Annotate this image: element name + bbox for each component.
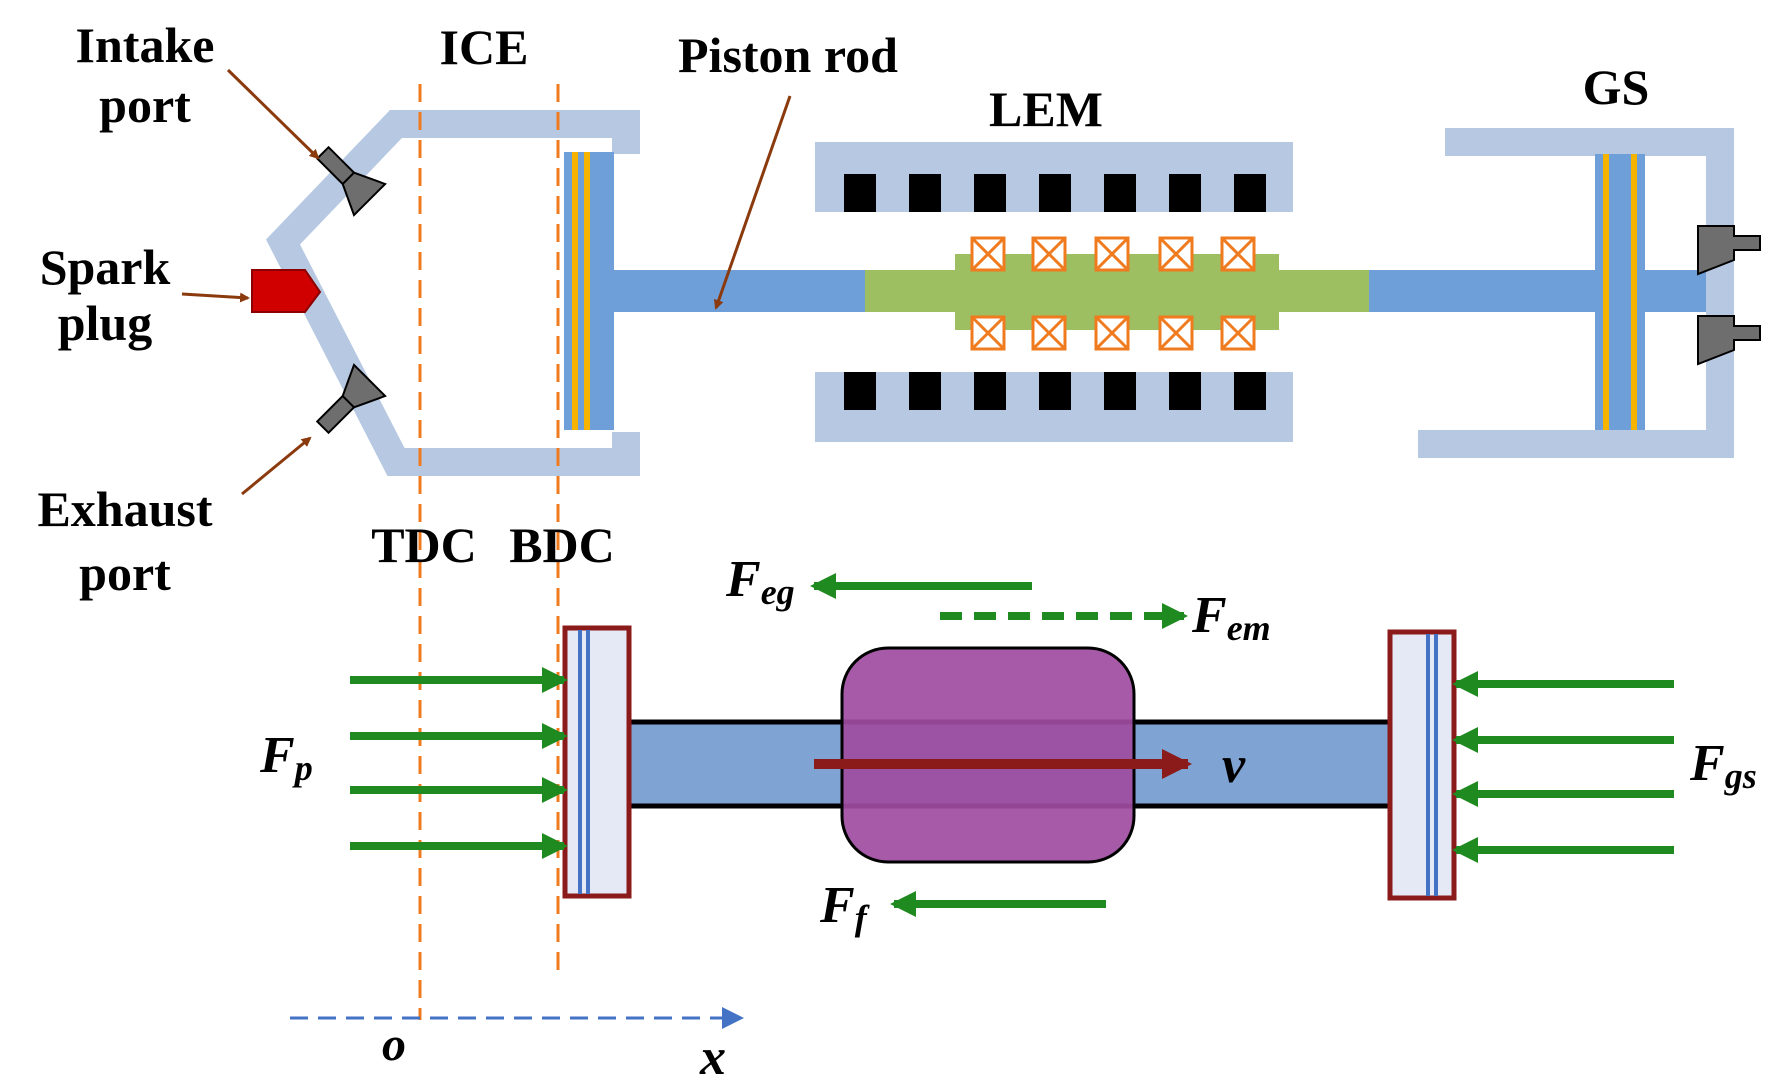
- lem-label: LEM: [989, 81, 1103, 137]
- lem-stator: [815, 142, 1293, 442]
- intake-label-1: Intake: [76, 17, 215, 73]
- mover-coils: [970, 236, 1256, 351]
- exhaust-label-2: port: [79, 545, 171, 601]
- intake-valve-icon: [315, 145, 387, 217]
- tdc-label: TDC: [371, 517, 477, 573]
- gas-spring-valve-icon: [1697, 225, 1761, 366]
- bdc-label: BDC: [509, 517, 615, 573]
- gs-label: GS: [1583, 59, 1650, 115]
- leader-arrows: [181, 68, 792, 496]
- origin-label: o: [382, 1018, 406, 1071]
- f-gs-label: Fgs: [1689, 735, 1757, 796]
- exhaust-valve-icon: [315, 363, 387, 435]
- stator-magnets-bottom: [844, 372, 1266, 410]
- fbd-gs-piston: [1387, 629, 1457, 901]
- f-em-label: Fem: [1191, 587, 1271, 648]
- dead-center-lines: [418, 84, 560, 1020]
- velocity-label: v: [1222, 737, 1246, 794]
- intake-leader: [226, 68, 320, 160]
- f-p-label: Fp: [259, 727, 313, 788]
- fbd-ice-piston: [562, 625, 632, 899]
- ice-cylinder: [265, 110, 640, 476]
- spark-label-1: Spark: [40, 239, 171, 295]
- spark-plug-icon: [251, 269, 322, 313]
- piston-rod-label: Piston rod: [678, 27, 898, 83]
- x-axis-label: x: [699, 1029, 726, 1086]
- intake-label-2: port: [99, 77, 191, 133]
- stator-magnets-top: [844, 174, 1266, 212]
- fbd-translator: [840, 646, 1136, 864]
- lem-mover: [865, 236, 1369, 351]
- ice-piston: [564, 152, 614, 430]
- piston-rod-leader: [713, 95, 792, 310]
- f-f-label: Ff: [819, 877, 870, 938]
- spark-label-2: plug: [58, 295, 153, 351]
- spark-leader: [181, 292, 250, 303]
- gs-piston: [1595, 154, 1645, 430]
- exhaust-leader: [241, 436, 312, 496]
- f-eg-label: Feg: [725, 551, 795, 612]
- force-arrows: [350, 573, 1674, 917]
- ice-label: ICE: [440, 19, 529, 75]
- exhaust-label-1: Exhaust: [37, 481, 212, 537]
- gas-spring-cylinder: [1418, 128, 1734, 458]
